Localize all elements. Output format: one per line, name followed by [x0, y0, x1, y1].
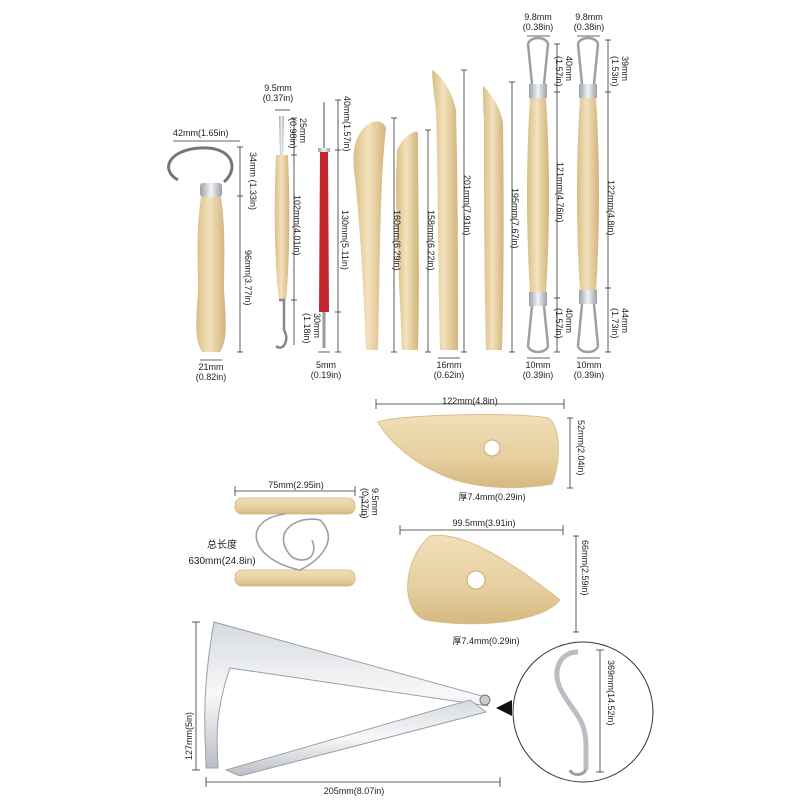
needle-loop-top-label: 9.5mm (0.37in) [262, 83, 294, 103]
ribbon-2-bottom-loop-label: 44mm (1.73in) [610, 308, 630, 339]
wood-knife-4-length-label: 195mm(7.67in) [510, 188, 520, 249]
caliper-detail-label: 369mm(14.52in) [606, 660, 616, 726]
loop-tool-width-label: 42mm(1.65in) [173, 128, 229, 138]
ribbon-1-middle-label: 121mm(4.76in) [555, 162, 565, 223]
wood-knife-3-bottom-label: 16mm (0.62in) [433, 360, 465, 380]
wood-knife-3 [432, 69, 467, 359]
needle-loop-shaft-label: 102mm(4.01in) [292, 195, 302, 256]
wood-knife-1 [353, 117, 397, 353]
ribbon-2-top-loop-label: 39mm (1.53in) [610, 56, 630, 87]
caliper-width-label: 205mm(8.07in) [323, 786, 385, 796]
needle-tool-bottom-label: 5mm (0.19in) [310, 360, 342, 380]
handle [196, 197, 226, 352]
pear-rib-height-label: 66mm(2.59in) [580, 540, 590, 596]
caliper-height-label: 127mm(5in) [184, 711, 194, 760]
loop-tool-bottom-label: 21mm (0.82in) [195, 362, 227, 382]
needle-tool-end-label: 30mm (1.18in) [302, 313, 322, 344]
ribbon-tool-2 [576, 35, 611, 359]
wire-cutter-width-label: 75mm(2.95in) [268, 480, 324, 490]
rib-knife [375, 399, 573, 489]
caliper [192, 621, 512, 787]
pear-rib [399, 525, 579, 633]
ribbon-1-bottom-loop-label: 40mm (1.57in) [554, 308, 574, 339]
rib-knife-width-label: 122mm(4.8in) [442, 396, 498, 406]
needle-tool-shaft-label: 130mm(5.11in) [340, 210, 350, 270]
ribbon-2-top-label: 9.8mm (0.38in) [573, 12, 605, 32]
rib-knife-thickness-label: 厚7.4mm(0.29in) [458, 492, 526, 502]
wire-total-length-label: 630mm(24.8in) [188, 556, 256, 567]
needle-tool [318, 99, 341, 353]
wood-knife-1-length-label: 160mm(6.29in) [392, 210, 402, 271]
needle-loop-tool [274, 109, 297, 349]
wire-total-title: 总长度 [207, 540, 237, 551]
ribbon-1-top-label: 9.8mm (0.38in) [522, 12, 554, 32]
ribbon-2-middle-label: 122mm(4.8in) [606, 180, 616, 236]
needle-tool-tip-label: 40mm(1.57in) [342, 96, 352, 152]
wire-cutter [234, 486, 365, 587]
ribbon-tool-1 [526, 35, 560, 359]
ribbon-2-bottom-label: 10mm (0.39in) [573, 360, 605, 380]
loop-tool-handle-label: 96mm(3.77in) [243, 250, 253, 306]
wood-knife-2 [396, 129, 431, 353]
needle-loop-tip-label: 25mm (0.98in) [288, 118, 308, 149]
ribbon-1-top-loop-label: 40mm (1.57in) [554, 56, 574, 87]
pear-rib-width-label: 99.5mm(3.91in) [452, 518, 516, 528]
loop-wire [167, 146, 234, 184]
wood-knife-2-length-label: 158mm(6.22in) [426, 210, 436, 271]
wood-knife-3-length-label: 201mm(7.91in) [462, 175, 472, 236]
ferrule [200, 183, 222, 197]
rib-knife-height-label: 52mm(2.04in) [576, 420, 586, 476]
pear-rib-thickness-label: 厚7.4mm(0.29in) [452, 636, 520, 646]
loop-tool [167, 140, 243, 361]
loop-tool-head-label: 34mm (1.33in) [248, 152, 258, 211]
wire-cutter-diameter-label: 9.5mm (0.37in) [360, 488, 380, 519]
wood-knife-4 [483, 81, 515, 353]
caliper-detail-inset [512, 641, 654, 783]
ribbon-1-bottom-label: 10mm (0.39in) [522, 360, 554, 380]
